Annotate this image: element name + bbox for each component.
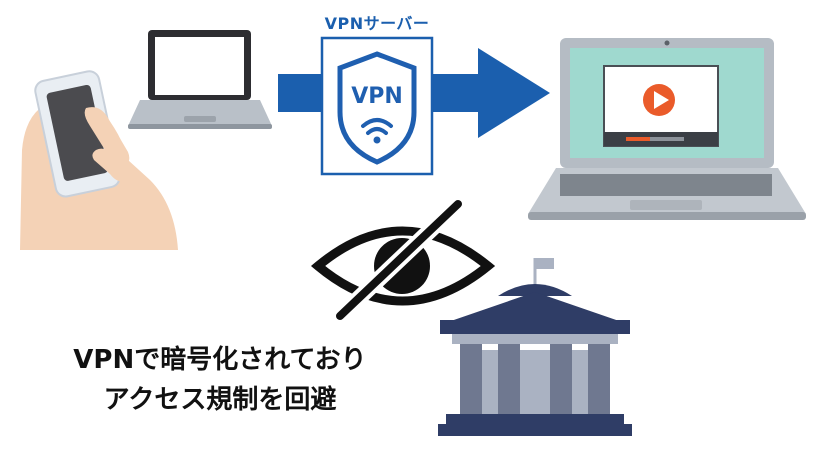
laptop-icon [128,30,272,129]
vpn-badge-text: VPN [351,84,403,109]
laptop-video-player-icon [528,38,806,220]
caption-line-2: アクセス規制を回避 [103,385,337,415]
eye-slash-icon [310,196,496,324]
vpn-server-label: VPNサーバー [324,14,430,33]
government-building-icon [438,258,632,436]
caption-line-1: VPNで暗号化されており [73,345,367,375]
vpn-shield-icon: VPN [320,36,434,176]
hand-holding-smartphone-icon [20,70,178,250]
caption: VPNで暗号化されており アクセス規制を回避 [40,340,400,420]
